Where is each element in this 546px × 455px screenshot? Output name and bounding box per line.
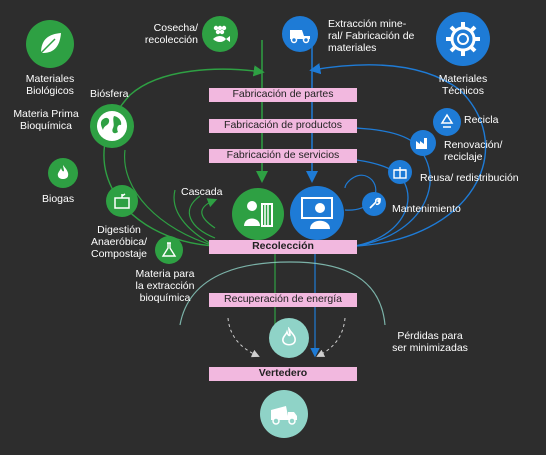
gift-box-icon [388,160,412,184]
grapes-fish-icon [202,16,238,52]
fire-icon [269,318,309,358]
stage-energy-recovery: Recuperación de energía [209,293,357,307]
maintenance-label: Mantenimiento [392,203,461,215]
stage-collection: Recolección [209,240,357,254]
factory-icon [410,130,436,156]
recycle-label: Recicla [464,114,499,126]
user-icon [290,186,344,240]
plant-box-icon [106,185,138,217]
harvest-label: Cosecha/recolección [144,22,198,46]
refurbish-label: Renovación/reciclaje [444,139,503,163]
stage-parts: Fabricación de partes [209,88,357,102]
globe-icon [90,104,134,148]
leaf-icon [26,20,74,68]
stage-landfill: Vertedero [209,367,357,381]
recycle-icon [433,108,461,136]
biogas-label: Biogas [42,193,75,205]
cascade-label: Cascada [181,186,223,198]
wrench-icon [362,192,386,216]
mining-truck-icon [282,16,318,52]
stage-services: Fabricación de servicios [209,149,357,163]
biosphere-label: Biósfera [90,88,129,100]
flame-icon [48,158,78,188]
dump-truck-icon [260,390,308,438]
consumer-icon [232,188,284,240]
reuse-label: Reusa/ redistribución [420,172,519,184]
stage-products: Fabricación de productos [209,119,357,133]
flask-icon [155,236,183,264]
gear-icon [436,12,490,66]
